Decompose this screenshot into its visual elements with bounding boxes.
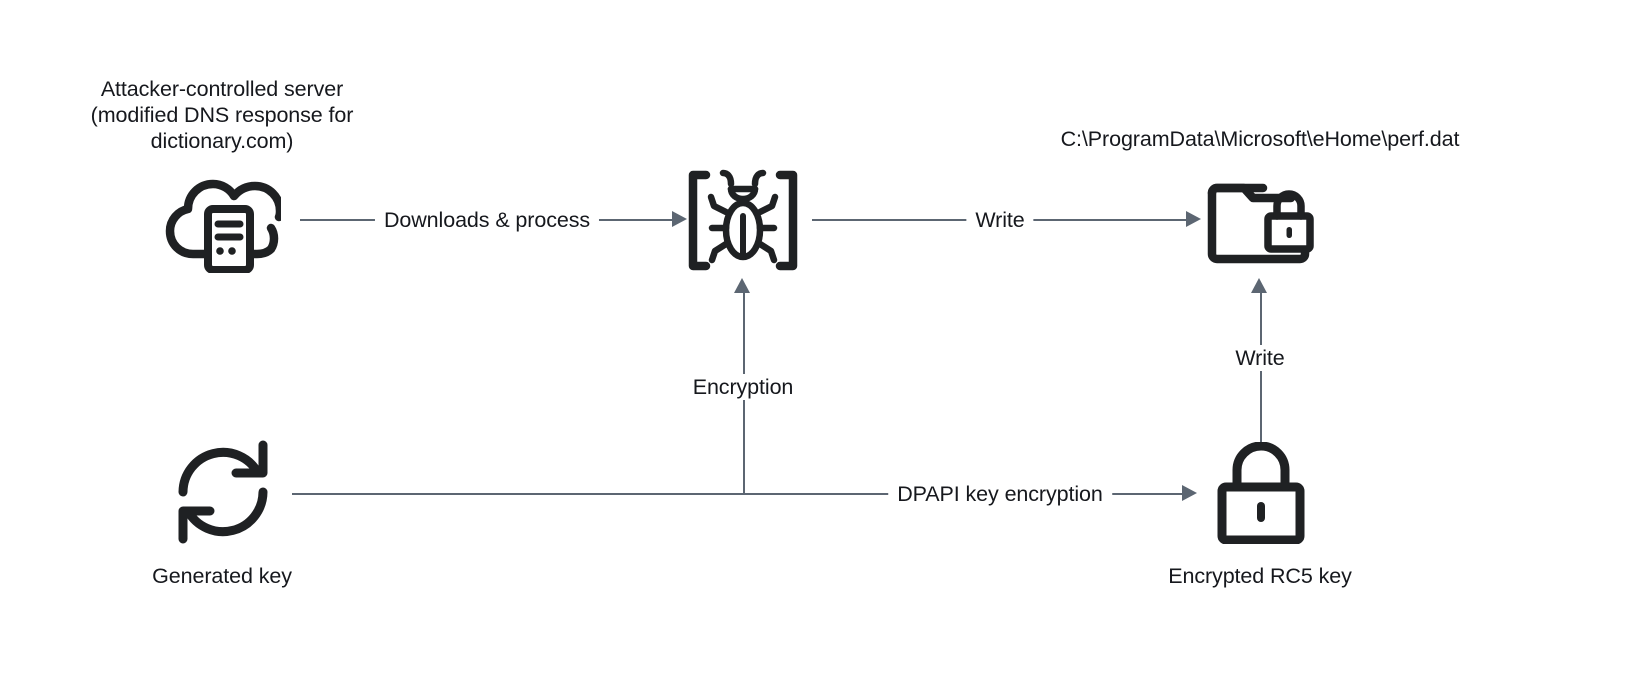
folder-lock-icon bbox=[1207, 176, 1315, 264]
padlock-icon bbox=[1216, 442, 1306, 544]
generated-key-label: Generated key bbox=[152, 564, 292, 588]
edge-arrow-encryption bbox=[734, 278, 750, 293]
bug-in-brackets-icon bbox=[686, 168, 800, 273]
edge-arrow-downloads-process bbox=[672, 211, 687, 227]
refresh-cycle-icon bbox=[170, 440, 276, 544]
edge-line-dpapi-key-encryption bbox=[292, 493, 1190, 495]
edge-label-dpapi-key-encryption: DPAPI key encryption bbox=[888, 481, 1112, 507]
edge-arrow-write-key bbox=[1251, 278, 1267, 293]
attacker-server-label: Attacker-controlled server (modified DNS… bbox=[90, 77, 354, 153]
edge-arrow-dpapi-key-encryption bbox=[1182, 485, 1197, 501]
edge-arrow-write-top bbox=[1186, 211, 1201, 227]
edge-label-downloads-process: Downloads & process bbox=[374, 207, 600, 233]
edge-label-write-top: Write bbox=[966, 207, 1034, 233]
edge-label-encryption: Encryption bbox=[683, 374, 803, 400]
edge-label-write-key: Write bbox=[1226, 345, 1294, 371]
cloud-server-icon bbox=[163, 168, 281, 273]
encrypted-file-path-label: C:\ProgramData\Microsoft\eHome\perf.dat bbox=[1060, 127, 1460, 151]
encrypted-rc5-key-label: Encrypted RC5 key bbox=[1168, 564, 1352, 588]
